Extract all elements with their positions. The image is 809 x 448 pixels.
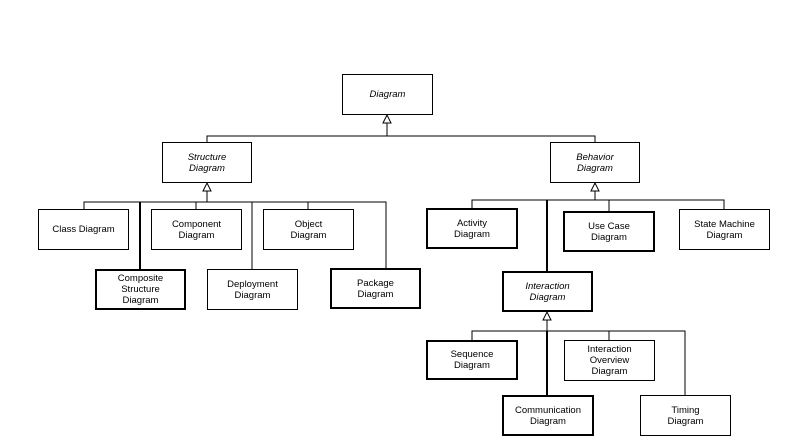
generalization-arrow-behavior [590, 181, 600, 192]
generalization-arrow-structure [202, 181, 212, 192]
generalization-arrow-diagram [382, 113, 392, 124]
node-structure-diagram: Structure Diagram [162, 142, 252, 183]
node-package-diagram: Package Diagram [330, 268, 421, 309]
node-interaction-diagram: Interaction Diagram [502, 271, 593, 312]
node-diagram: Diagram [342, 74, 433, 115]
node-composite-structure-diagram: Composite Structure Diagram [95, 269, 186, 310]
node-communication-diagram: Communication Diagram [502, 395, 594, 436]
generalization-arrow-interaction [542, 310, 552, 321]
connector-behavior-children [471, 199, 725, 209]
connector-interaction-children [471, 330, 686, 395]
node-state-machine-diagram: State Machine Diagram [679, 209, 770, 250]
node-behavior-diagram: Behavior Diagram [550, 142, 640, 183]
node-sequence-diagram: Sequence Diagram [426, 340, 518, 380]
node-deployment-diagram: Deployment Diagram [207, 269, 298, 310]
connector-structure-children [83, 201, 387, 268]
node-use-case-diagram: Use Case Diagram [563, 211, 655, 252]
node-object-diagram: Object Diagram [263, 209, 354, 250]
node-activity-diagram: Activity Diagram [426, 208, 518, 249]
connector-structure-to-diagram [206, 135, 596, 142]
node-interaction-overview-diagram: Interaction Overview Diagram [564, 340, 655, 381]
node-component-diagram: Component Diagram [151, 209, 242, 250]
node-class-diagram: Class Diagram [38, 209, 129, 250]
node-timing-diagram: Timing Diagram [640, 395, 731, 436]
